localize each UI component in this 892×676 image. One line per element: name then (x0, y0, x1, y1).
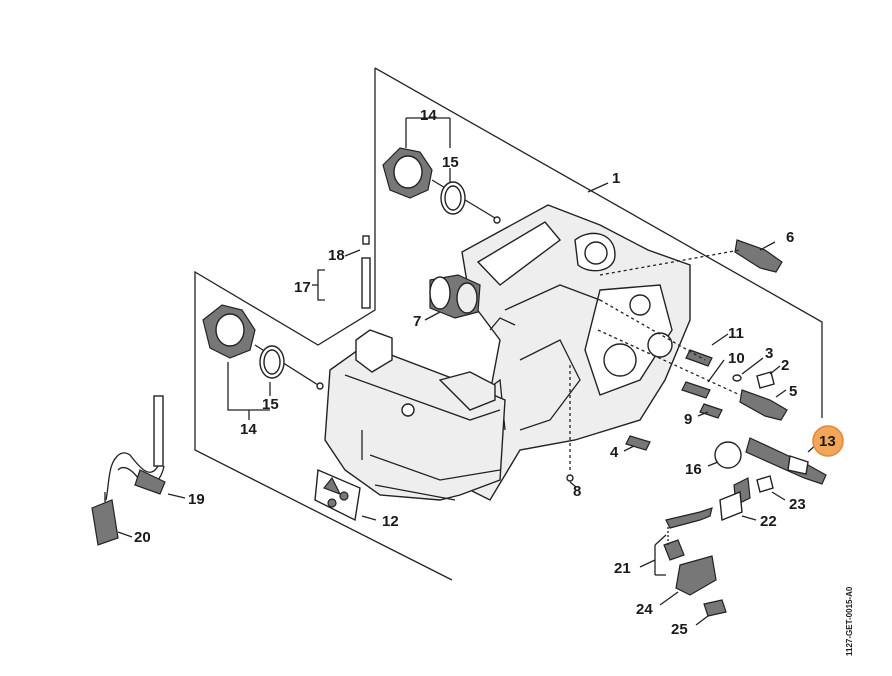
callout-6[interactable]: 6 (786, 229, 794, 246)
lower-bearing-assembly (202, 304, 324, 390)
callout-21[interactable]: 21 (614, 560, 631, 577)
assembly-frame (194, 67, 823, 581)
chain-tensioner-hardware (663, 475, 774, 617)
tank-housing (324, 329, 506, 501)
callout-24[interactable]: 24 (636, 601, 653, 618)
callout-3[interactable]: 3 (765, 345, 773, 362)
callout-15-top[interactable]: 15 (442, 154, 459, 171)
callout-19[interactable]: 19 (188, 491, 205, 508)
callout-labels: 14 15 1 18 17 7 15 14 6 11 10 3 2 5 9 4 … (134, 107, 836, 638)
pin-and-cap (361, 235, 371, 309)
callout-2[interactable]: 2 (781, 357, 789, 374)
fuel-pickup-line (91, 395, 166, 546)
callout-11[interactable]: 11 (728, 325, 744, 342)
callout-25[interactable]: 25 (671, 621, 688, 638)
callout-20[interactable]: 20 (134, 529, 151, 546)
callout-22[interactable]: 22 (760, 513, 777, 530)
callout-8[interactable]: 8 (573, 483, 581, 500)
callout-23[interactable]: 23 (789, 496, 806, 513)
callout-13[interactable]: 13 (819, 433, 836, 450)
adjusting-bolt (714, 437, 827, 485)
callout-12[interactable]: 12 (382, 513, 399, 530)
leader-lines (117, 117, 819, 626)
callout-16[interactable]: 16 (685, 461, 702, 478)
warning-label-sheet (314, 468, 361, 522)
highlight-marker (812, 425, 844, 457)
callout-14-bottom[interactable]: 14 (240, 421, 257, 438)
callout-14-top[interactable]: 14 (420, 107, 437, 124)
callout-17[interactable]: 17 (294, 279, 311, 296)
crankcase-housing (461, 204, 691, 501)
callout-18[interactable]: 18 (328, 247, 345, 264)
bearing-sleeve (429, 274, 481, 319)
callout-15-bottom[interactable]: 15 (262, 396, 279, 413)
callout-5[interactable]: 5 (789, 383, 797, 400)
callout-7[interactable]: 7 (413, 313, 421, 330)
drawing-reference-code: 1127-GET-0015-A0 (845, 586, 854, 656)
callout-4[interactable]: 4 (610, 444, 619, 461)
screws-and-studs (566, 239, 788, 482)
callout-1[interactable]: 1 (612, 170, 620, 187)
callout-10[interactable]: 10 (728, 350, 745, 367)
callout-9[interactable]: 9 (684, 411, 692, 428)
upper-bearing-assembly (382, 147, 501, 224)
